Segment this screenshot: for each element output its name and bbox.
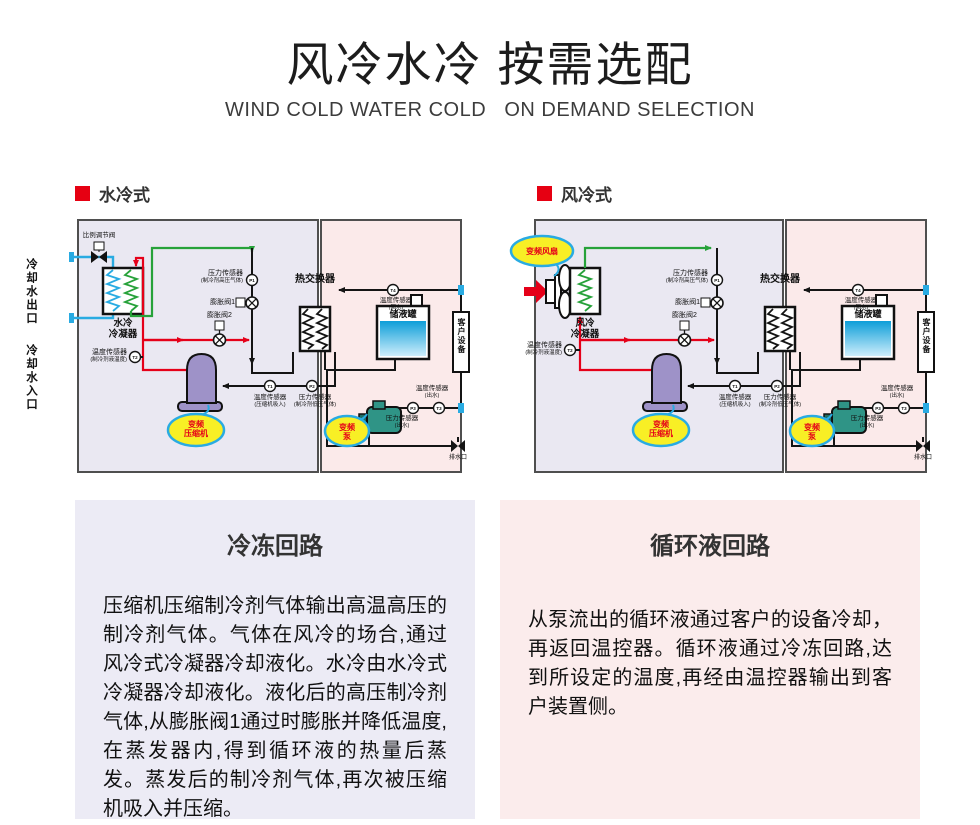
water-cooled-diagram: P1 T2 T1 P2 T4 P3 T3 冷却水出口 冷却水入口 比例调节阀 水… (15, 218, 475, 480)
sensor-p3: P3 (875, 406, 881, 411)
drain-valve-icon (916, 437, 930, 452)
temp-sensor-liquid-label: 温度传感器 (制冷剂液温度) (90, 349, 127, 364)
water-condenser-icon (101, 266, 145, 316)
sensor-p3: P3 (410, 406, 416, 411)
pump-label: 变频 泵 (804, 423, 820, 442)
temp-sensor-return-label: 温度传感器 (回水) (379, 297, 413, 311)
pressure-sensor-outlet-label: 压力传感器 (出水) (385, 415, 419, 429)
storage-tank-icon (840, 294, 896, 361)
temp-sensor-liquid-label: 温度传感器 (制冷剂液温度) (525, 342, 562, 357)
expansion-valve-2-label: 膨胀阀2 (672, 312, 697, 319)
temp-sensor-outlet-label: 温度传感器 (出水) (415, 385, 449, 399)
expansion-valve-1-label: 膨胀阀1 (675, 299, 700, 306)
temp-sensor-suction-label: 温度传感器 (压缩机吸入) (718, 394, 752, 408)
drain-label: 排水口 (448, 455, 467, 461)
compressor-label: 变频 压缩机 (649, 420, 673, 439)
temp-sensor-suction-label: 温度传感器 (压缩机吸入) (253, 394, 287, 408)
coolant-outlet-label: 冷却水出口 (25, 258, 37, 326)
section-header-water: 水冷式 (75, 181, 150, 206)
fan-icon (509, 234, 575, 319)
sensor-t2: T2 (132, 355, 138, 360)
sensor-t4: T4 (390, 288, 396, 293)
pump-label: 变频 泵 (339, 423, 355, 442)
sensor-t2: T2 (567, 348, 573, 353)
sensor-p2: P2 (774, 384, 780, 389)
temp-sensor-outlet-label: 温度传感器 (出水) (880, 385, 914, 399)
refrigeration-circuit-body: 压缩机压缩制冷剂气体输出高温高压的制冷剂气体。气体在风冷的场合,通过风冷式冷凝器… (103, 595, 447, 820)
sensor-t1: T1 (732, 384, 738, 389)
sensor-t1: T1 (267, 384, 273, 389)
sensor-p1: P1 (249, 278, 255, 283)
pressure-sensor-low-label: 压力传感器 (制冷剂低压气体) (758, 394, 802, 408)
customer-equipment-label: 客户设备 (457, 318, 466, 354)
temp-sensor-return-label: 温度传感器 (回水) (844, 297, 878, 311)
expansion-valve-2-icon (212, 320, 227, 347)
expansion-valve-1-icon (235, 296, 259, 310)
water-diagram-svg: P1 T2 T1 P2 T4 P3 T3 (69, 219, 470, 473)
pressure-sensor-outlet-label: 压力传感器 (出水) (850, 415, 884, 429)
refrigeration-circuit-box: 冷冻回路 压缩机压缩制冷剂气体输出高温高压的制冷剂气体。气体在风冷的场合,通过风… (75, 500, 475, 820)
expansion-valve-2-icon (677, 320, 692, 347)
pressure-sensor-high-label: 压力传感器 (制冷剂高压气体) (665, 270, 708, 285)
pressure-sensor-low-label: 压力传感器 (制冷剂低压气体) (293, 394, 337, 408)
circulation-circuit-body: 从泵流出的循环液通过客户的设备冷却，再返回温控器。循环液通过冷冻回路,达到所设定… (528, 609, 892, 718)
water-condenser-label: 水冷 冷凝器 (108, 318, 138, 341)
fan-label: 变频风扇 (526, 247, 558, 256)
heat-exchanger-label: 热交换器 (760, 274, 800, 285)
compressor-label: 变频 压缩机 (184, 420, 208, 439)
storage-tank-label: 储液罐 (389, 309, 417, 319)
drain-valve-icon (451, 437, 465, 452)
circulation-circuit-box: 循环液回路 从泵流出的循环液通过客户的设备冷却，再返回温控器。循环液通过冷冻回路… (500, 500, 920, 819)
heat-exchanger-label: 热交换器 (295, 274, 335, 285)
storage-tank-label: 储液罐 (854, 309, 882, 319)
page-title: 风冷水冷 按需选配 (286, 38, 694, 91)
pressure-sensor-high-label: 压力传感器 (制冷剂高压气体) (200, 270, 243, 285)
air-diagram-svg: P1 T2 T1 P2 T4 P3 T3 (509, 219, 935, 473)
expansion-valve-1-label: 膨胀阀1 (210, 299, 235, 306)
sensor-t4: T4 (855, 288, 861, 293)
drain-label: 排水口 (913, 455, 932, 461)
air-condenser-label: 风冷 冷凝器 (570, 318, 600, 341)
compressor-icon (631, 352, 691, 448)
compressor-icon (166, 352, 226, 448)
storage-tank-icon (375, 294, 431, 361)
pump-icon (788, 400, 867, 448)
sensor-p1: P1 (714, 278, 720, 283)
heat-exchanger-icon (763, 305, 797, 353)
air-cooled-diagram: P1 T2 T1 P2 T4 P3 T3 变频风扇 风冷 冷凝器 压力传感器 (… (480, 218, 940, 480)
proportional-valve-label: 比例调节阀 (82, 232, 116, 239)
circulation-circuit-title: 循环液回路 (650, 533, 770, 560)
customer-equipment-label: 客户设备 (922, 318, 931, 354)
sensor-circles: P1 T2 T1 P2 T4 P3 T3 (128, 273, 446, 415)
section-title-water: 水冷式 (99, 186, 150, 205)
cooling-water-pipes (69, 252, 115, 323)
red-square-bullet (537, 186, 552, 201)
customer-equipment-box (917, 311, 935, 373)
proportional-valve-icon (91, 241, 107, 263)
heat-exchanger-icon (298, 305, 332, 353)
page-subtitle: WIND COLD WATER COLD ON DEMAND SELECTION (225, 99, 755, 121)
section-title-air: 风冷式 (561, 186, 612, 205)
sensor-t3: T3 (901, 406, 907, 411)
expansion-valve-2-label: 膨胀阀2 (207, 312, 232, 319)
sensor-p2: P2 (309, 384, 315, 389)
red-square-bullet (75, 186, 90, 201)
sensor-t3: T3 (436, 406, 442, 411)
air-condenser-icon (568, 266, 602, 316)
coolant-inlet-label: 冷却水入口 (25, 344, 37, 412)
sensor-circles: P1 T2 T1 P2 T4 P3 T3 (563, 273, 911, 415)
pump-icon (323, 400, 402, 448)
section-header-air: 风冷式 (537, 181, 612, 206)
expansion-valve-1-icon (700, 296, 724, 310)
refrigeration-circuit-title: 冷冻回路 (227, 533, 323, 560)
customer-equipment-box (452, 311, 470, 373)
